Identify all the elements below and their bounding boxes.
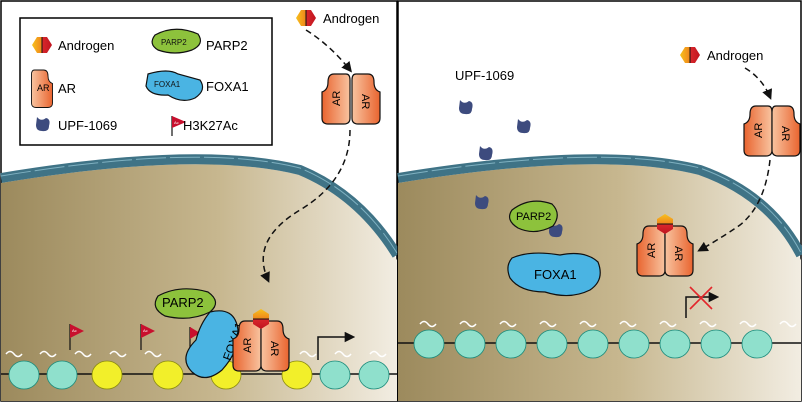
right-ar-dimer-cytoplasm: AR AR (743, 105, 801, 157)
left-ar-label-a: AR (331, 91, 343, 106)
right-foxa1-label: FOXA1 (534, 267, 577, 282)
left-membrane (0, 154, 402, 258)
legend-parp2-inner: PARP2 (161, 38, 187, 47)
left-foxa1 (185, 310, 239, 379)
right-blocked-transcription (685, 286, 720, 318)
right-panel: Androgen AR AR UPF-1069 PARP2 FOXA1 (397, 0, 802, 402)
left-ar-dna-label-a: AR (242, 338, 254, 353)
right-foxa1 (507, 252, 601, 297)
right-ar-dna-label-a: AR (646, 243, 658, 258)
legend-ar-inner: AR (37, 83, 50, 93)
left-nucleus (1, 164, 397, 401)
right-drug-label: UPF-1069 (455, 68, 514, 83)
right-dna-squiggles (419, 320, 797, 328)
h3k27ac-flag-icon: Ac (171, 116, 186, 136)
legend-box: Androgen PARP2 PARP2 AR AR FOXA1 FOXA1 U… (19, 17, 273, 146)
right-parp2 (508, 200, 558, 233)
left-ar-dimer-dna: AR AR (232, 309, 290, 372)
legend-upf-label: UPF-1069 (58, 118, 117, 133)
legend-foxa1-inner: FOXA1 (154, 80, 181, 89)
right-ar-label-a: AR (753, 123, 765, 138)
left-androgen-arrow (305, 29, 352, 73)
right-import-arrow (697, 159, 771, 252)
right-membrane (397, 154, 802, 258)
left-ar-dna-label-b: AR (268, 341, 280, 356)
left-transcription-arrow (317, 331, 356, 360)
right-ar-dna-label-b: AR (672, 246, 684, 261)
left-dna-squiggles (5, 350, 387, 358)
svg-text:Ac: Ac (143, 328, 148, 333)
left-ar-dimer-cytoplasm: AR AR (321, 73, 381, 125)
svg-text:Ac: Ac (72, 328, 77, 333)
left-androgen-label: Androgen (323, 11, 379, 26)
legend-h3k27ac-label: H3K27Ac (183, 118, 238, 133)
left-h3k27ac-flag-2: Ac (140, 324, 155, 350)
legend-flag-inner: Ac (174, 120, 179, 125)
right-nucleosomes (413, 329, 773, 359)
right-androgen-arrow (744, 67, 772, 100)
right-ar-label-b: AR (779, 126, 791, 141)
legend-androgen-label: Androgen (58, 38, 114, 53)
right-nucleus (398, 164, 801, 401)
legend-parp2-label: PARP2 (206, 38, 248, 53)
left-ar-label-b: AR (359, 94, 371, 109)
right-parp2-label: PARP2 (516, 211, 551, 223)
right-ar-dimer-nucleus: AR AR (636, 214, 694, 277)
left-panel: Androgen PARP2 PARP2 AR AR FOXA1 FOXA1 U… (0, 0, 402, 402)
parp2-blob-icon (151, 28, 202, 54)
legend-ar-label: AR (58, 81, 76, 96)
legend-foxa1-label: FOXA1 (206, 79, 249, 94)
left-parp2-label: PARP2 (162, 295, 204, 310)
right-androgen-label: Androgen (707, 48, 763, 63)
left-h3k27ac-flag-1: Ac (69, 324, 84, 350)
foxa1-blob-icon (145, 70, 204, 101)
